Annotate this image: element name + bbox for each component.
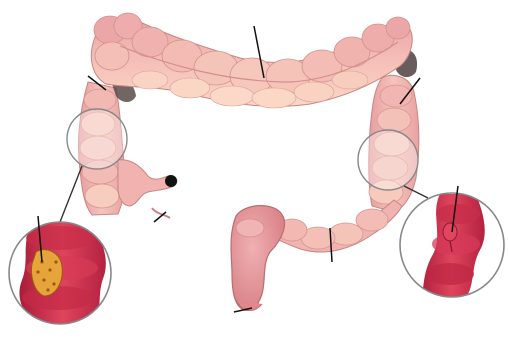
magnifier-left <box>67 109 127 169</box>
magnifier-right <box>358 130 418 190</box>
appendix-tip <box>165 175 177 187</box>
inset-left-tumor <box>9 220 111 330</box>
rectum <box>231 206 285 311</box>
magnifier-left-connector <box>60 166 82 222</box>
polyp <box>443 223 457 241</box>
transverse-colon <box>91 13 412 108</box>
inset-right-polyp <box>400 193 504 300</box>
cecum-appendix <box>118 160 177 218</box>
